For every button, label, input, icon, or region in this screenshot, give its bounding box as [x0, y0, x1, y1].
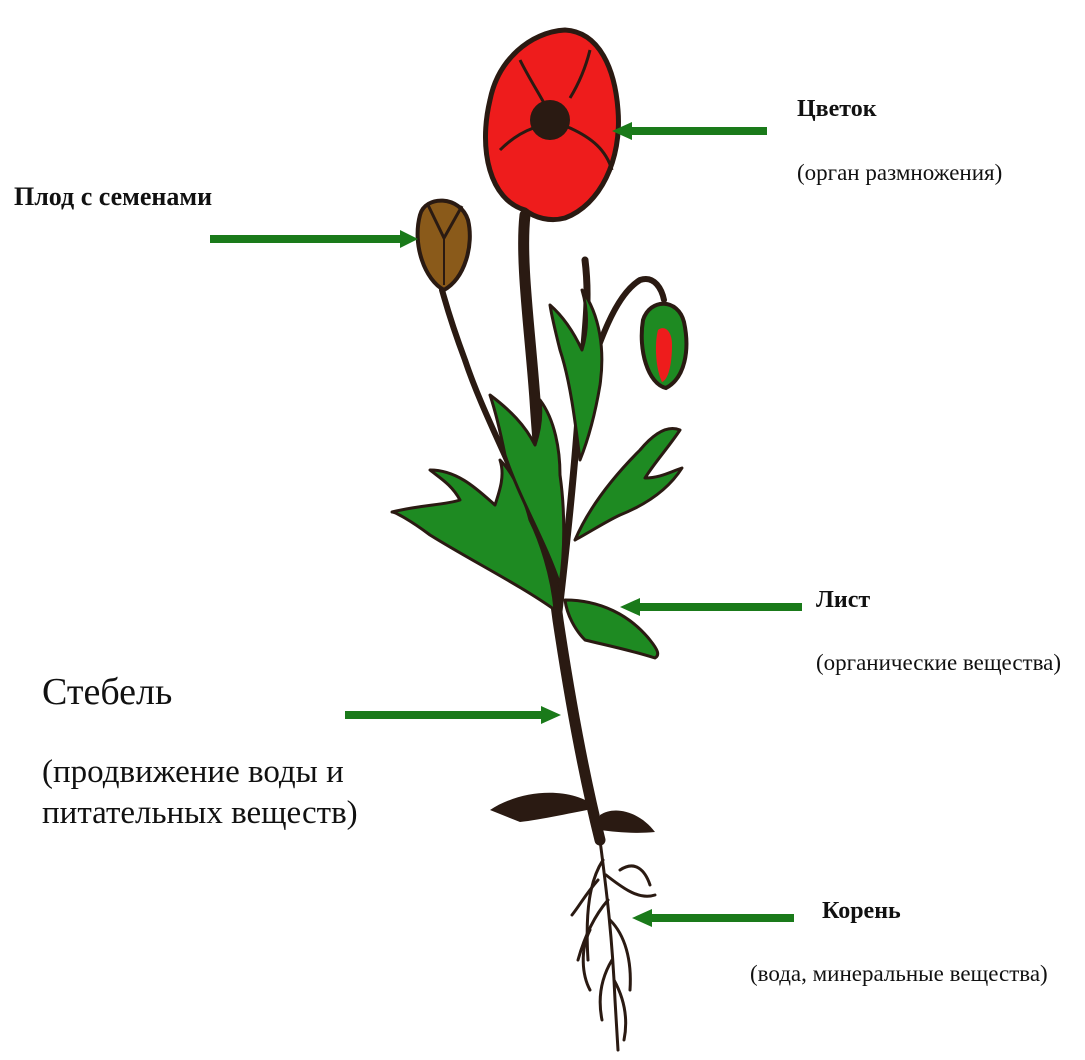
flower-bud — [642, 304, 687, 388]
stem-label: Стебель — [42, 670, 172, 714]
root-label: Корень — [822, 898, 901, 925]
flower — [485, 30, 618, 220]
leaf-right — [575, 428, 682, 540]
arrow-fruit — [210, 230, 418, 248]
arrow-stem — [345, 706, 561, 724]
arrow-flower — [612, 122, 767, 140]
stem-function-label: (продвижение воды и питательных веществ) — [42, 752, 362, 834]
leaf-upper — [550, 290, 602, 460]
arrow-leaf — [620, 598, 802, 616]
soil-mound — [490, 793, 655, 833]
root-system — [572, 840, 655, 1050]
flower-label: Цветок — [797, 96, 877, 123]
leaf-label: Лист — [816, 587, 870, 614]
root-function-label: (вода, минеральные вещества) — [750, 961, 1048, 987]
leaf-function-label: (органические вещества) — [816, 650, 1061, 676]
flower-function-label: (орган размножения) — [797, 160, 1002, 186]
seed-pod — [418, 201, 470, 290]
fruit-label: Плод с семенами — [14, 182, 212, 212]
arrow-root — [632, 909, 794, 927]
